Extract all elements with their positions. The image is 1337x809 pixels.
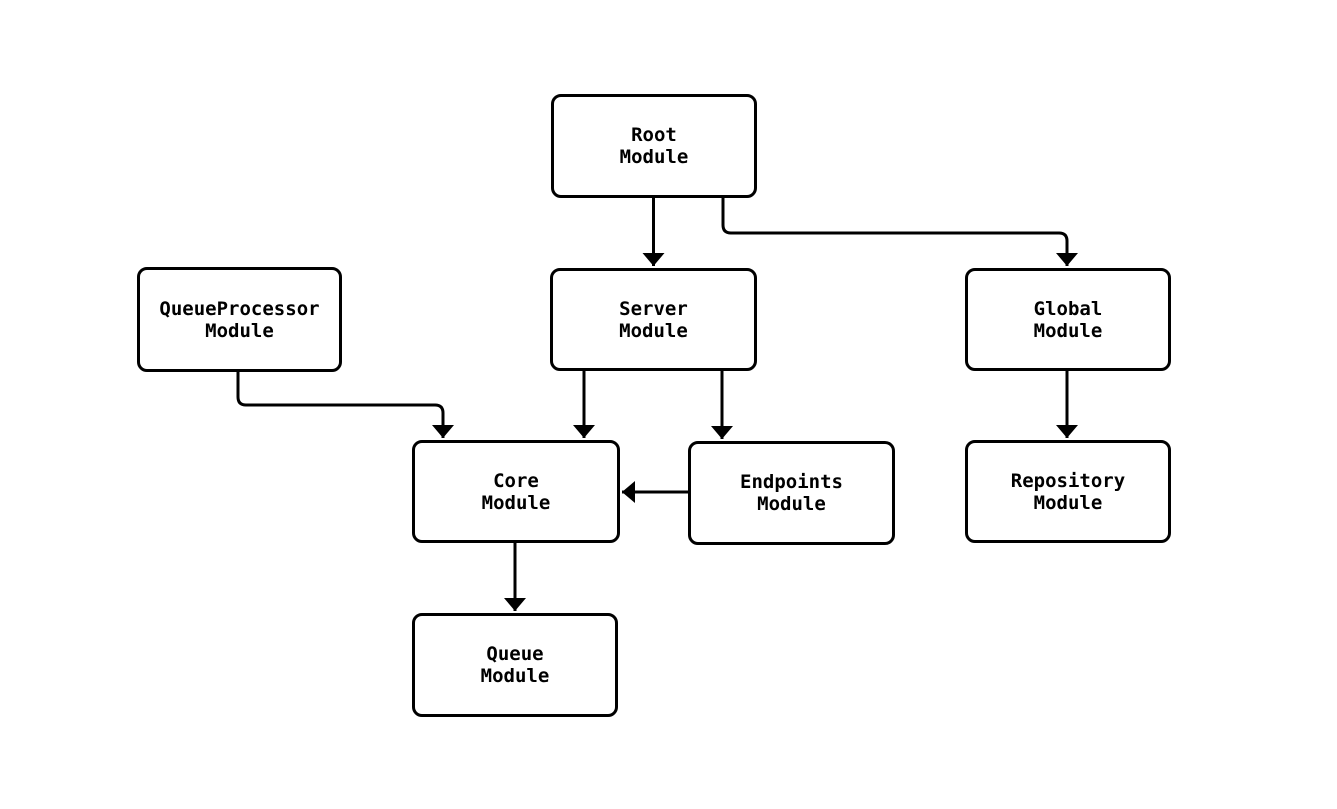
node-root-module-label: Root Module xyxy=(619,124,689,168)
node-endpoints-module: Endpoints Module xyxy=(688,441,895,545)
node-repository-module: Repository Module xyxy=(965,440,1171,543)
node-queue-module: Queue Module xyxy=(412,613,618,717)
node-queueprocessor-module-label: QueueProcessor Module xyxy=(159,297,320,342)
node-server-module: Server Module xyxy=(550,268,757,371)
node-core-module-label: Core Module xyxy=(481,469,551,514)
node-core-module: Core Module xyxy=(412,440,620,543)
edge-queueprocessor-to-core xyxy=(236,372,454,438)
node-queueprocessor-module: QueueProcessor Module xyxy=(137,267,342,372)
node-server-module-label: Server Module xyxy=(619,297,688,342)
node-global-module-label: Global Module xyxy=(1033,297,1103,342)
node-repository-module-label: Repository Module xyxy=(1010,469,1126,514)
node-queue-module-label: Queue Module xyxy=(480,643,550,687)
node-global-module: Global Module xyxy=(965,268,1171,371)
edge-root-to-global xyxy=(721,198,1078,266)
node-endpoints-module-label: Endpoints Module xyxy=(740,471,843,515)
node-root-module: Root Module xyxy=(551,94,757,198)
